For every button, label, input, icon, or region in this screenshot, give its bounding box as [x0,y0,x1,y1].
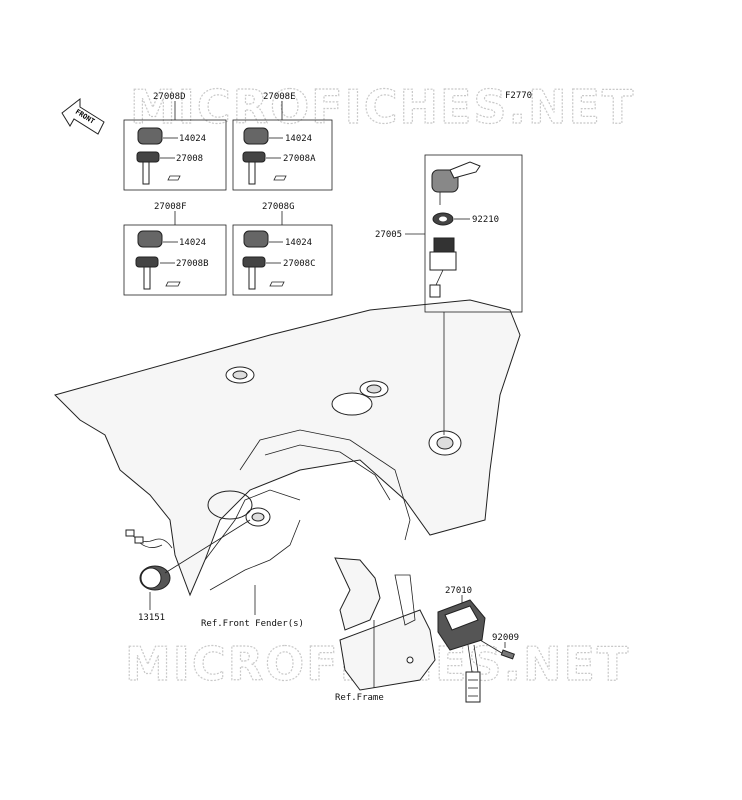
key-set-label: 27008E [263,92,296,102]
watermark-top: MICROFICHES.NET [130,80,635,134]
key-set-d: 27008D 14024 27008 [123,92,227,191]
part-number: 27008C [283,259,316,269]
part-number: 27008A [283,154,316,164]
key-cover-icon [243,230,269,248]
ignition-switch-group: 92210 27005 [375,154,523,435]
part-number: 27008 [176,154,203,164]
part-number: 27008B [176,259,209,269]
part-number: 14024 [179,134,206,144]
key-cover-icon [243,127,269,145]
part-number: 92009 [492,633,519,643]
key-icon [242,256,266,268]
indicator-group: 13151 [125,519,251,623]
part-number: 14024 [179,238,206,248]
key-set-label: 27008F [154,202,187,212]
key-set-f: 27008F 14024 27008B [123,202,227,296]
key-icon [135,256,159,268]
frame-bracket: Ref.Frame [334,557,436,703]
ref-front-fender-label: Ref.Front Fender(s) [201,619,304,629]
connector-icon [429,284,441,298]
part-number: 27010 [445,586,472,596]
part-number: 14024 [285,238,312,248]
front-arrow-icon: FRONT [61,97,105,135]
ignition-switch-icon [433,237,455,253]
part-number: 14024 [285,134,312,144]
relay-connector-icon [465,671,481,703]
fender-arch [239,429,411,541]
key-icon [136,151,160,163]
fender-inner-arch [264,444,391,501]
key-set-e: 27008E 14024 27008A [232,92,333,191]
bolt-icon [500,649,515,660]
relay-group: 27010 92009 [437,586,519,703]
key-cover-icon [137,127,163,145]
part-number: 27005 [375,230,402,240]
key-set-label: 27008D [153,92,186,102]
part-number: 92210 [472,215,499,225]
front-fender-panel [54,299,521,597]
figure-code: F2770 [505,91,532,101]
part-number: 13151 [138,613,165,623]
ref-frame-label: Ref.Frame [335,693,384,703]
key-cover-icon [137,230,163,248]
key-set-label: 27008G [262,202,295,212]
ignition-key-icon [431,169,459,193]
key-set-g: 27008G 14024 27008C [232,202,333,296]
key-icon [242,151,266,163]
